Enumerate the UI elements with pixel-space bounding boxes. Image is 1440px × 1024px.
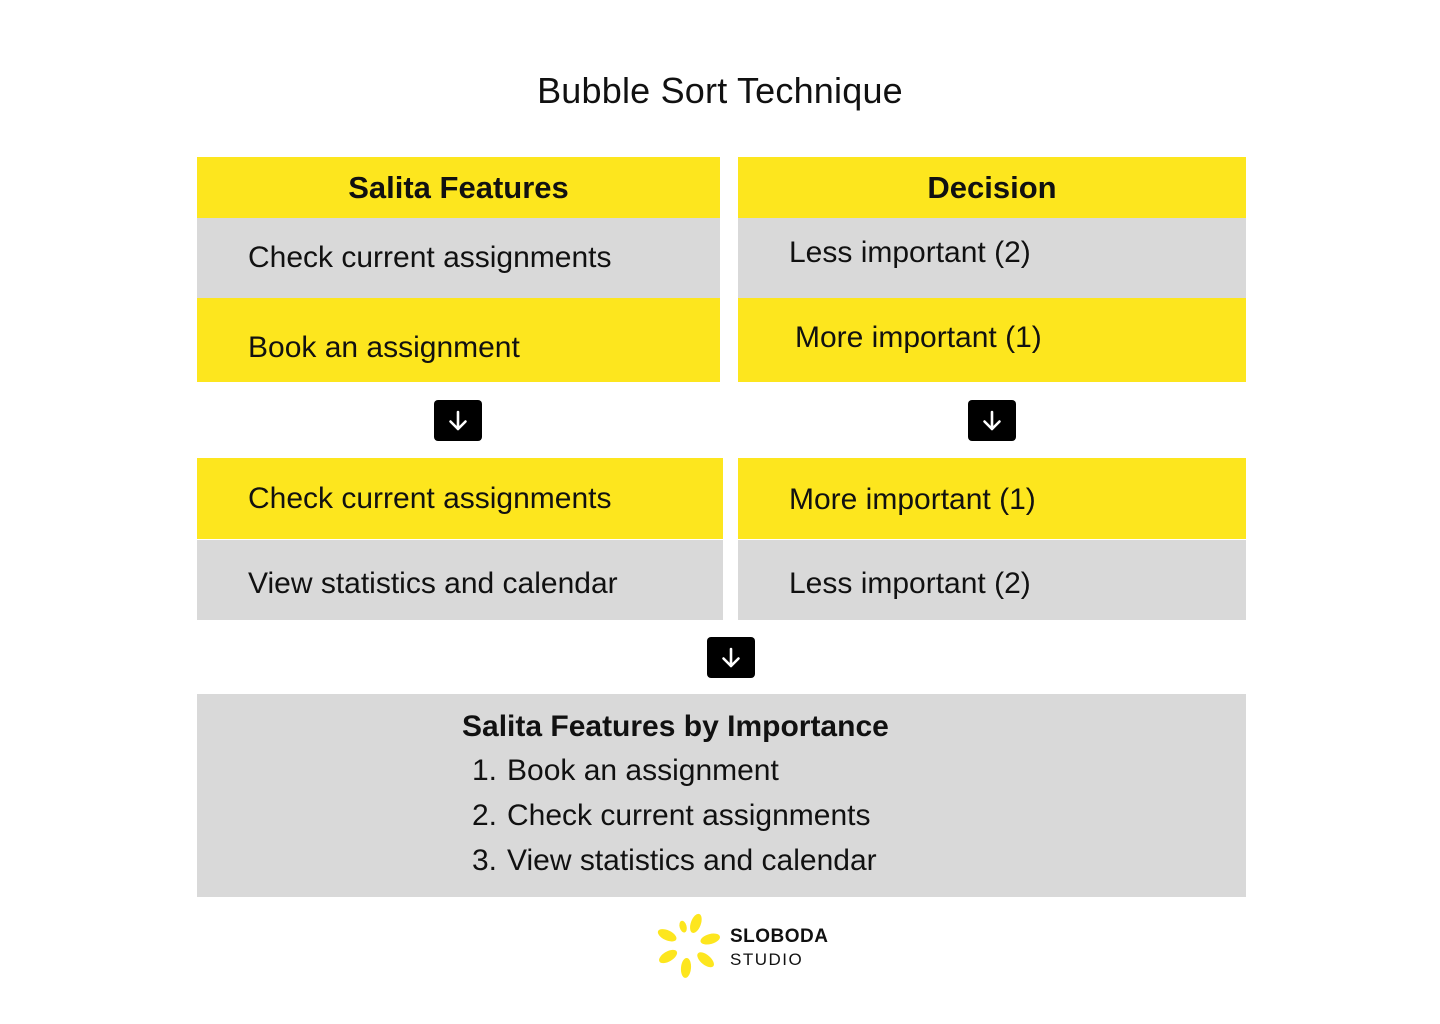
arrow-down-icon: [968, 400, 1016, 441]
top-decision-row-1: Less important (2): [738, 218, 1246, 298]
arrow-down-icon: [434, 400, 482, 441]
list-item: 1. Book an assignment: [462, 754, 877, 799]
bottom-feature-row-1: Check current assignments: [197, 458, 723, 539]
summary-list: 1. Book an assignment 2. Check current a…: [462, 754, 877, 889]
flower-logo-icon: [657, 913, 720, 978]
top-decision-row-2: More important (1): [738, 298, 1246, 382]
list-item-text: View statistics and calendar: [507, 844, 877, 877]
arrow-down-icon: [707, 637, 755, 678]
list-item-number: 3.: [471, 844, 497, 877]
studio-logo: SLOBODA STUDIO: [652, 910, 852, 980]
bottom-decision-row-2: Less important (2): [738, 540, 1246, 620]
top-feature-row-1: Check current assignments: [197, 218, 720, 298]
list-item-number: 1.: [471, 754, 497, 787]
list-item: 2. Check current assignments: [462, 799, 877, 844]
page-title: Bubble Sort Technique: [537, 70, 903, 111]
list-item-text: Book an assignment: [507, 754, 779, 787]
bottom-feature-row-2: View statistics and calendar: [197, 540, 723, 620]
logo-wordmark: SLOBODA STUDIO: [730, 927, 829, 968]
summary-box: Salita Features by Importance 1. Book an…: [197, 694, 1246, 897]
bottom-decision-row-1: More important (1): [738, 458, 1246, 539]
decision-header: Decision: [738, 157, 1246, 218]
list-item: 3. View statistics and calendar: [462, 844, 877, 889]
summary-title: Salita Features by Importance: [462, 710, 889, 743]
list-item-text: Check current assignments: [507, 799, 871, 832]
logo-line-1: SLOBODA: [730, 926, 829, 947]
features-header: Salita Features: [197, 157, 720, 218]
logo-line-2: STUDIO: [730, 950, 804, 969]
list-item-number: 2.: [471, 799, 497, 832]
top-feature-row-2: Book an assignment: [197, 298, 720, 382]
